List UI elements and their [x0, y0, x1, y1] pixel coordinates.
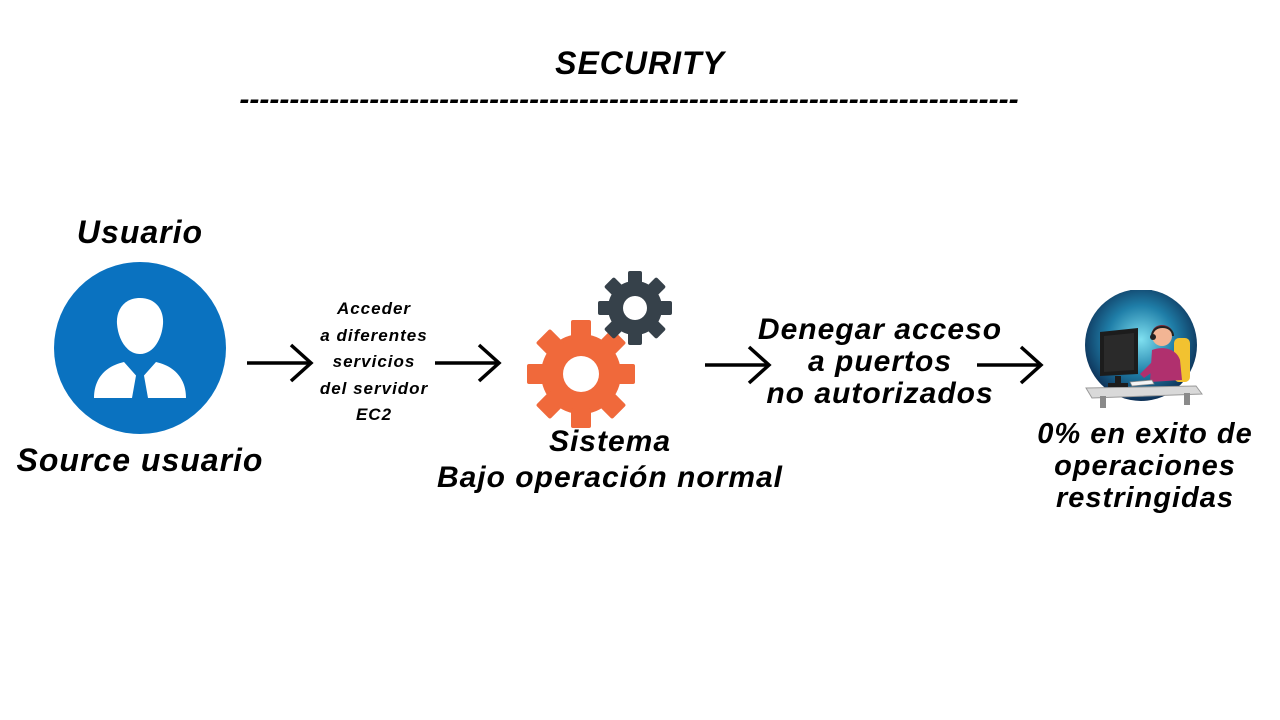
- result-line: operaciones: [1054, 450, 1236, 482]
- arrow-right-icon: [705, 345, 772, 385]
- step-access-line: del servidor: [319, 378, 429, 398]
- arrow-right-icon: [247, 343, 314, 383]
- result-line: restringidas: [1056, 482, 1234, 514]
- step-access-line: Acceder: [336, 299, 412, 318]
- step-access-line: EC2: [355, 405, 393, 424]
- page-title: SECURITY: [555, 45, 725, 81]
- system-title: Sistema: [548, 425, 672, 458]
- title-separator: ----------------------------------------…: [239, 83, 1019, 116]
- gears-icon: [527, 271, 672, 428]
- user-caption: Source usuario: [16, 442, 264, 478]
- step-deny-line: no autorizados: [766, 377, 994, 410]
- user-avatar-icon: [54, 262, 226, 434]
- step-access-line: a diferentes: [320, 325, 428, 345]
- arrow-right-icon: [435, 343, 502, 383]
- system-subtitle: Bajo operación normal: [436, 461, 784, 494]
- step-access-line: servicios: [332, 352, 416, 371]
- result-line: 0% en exito de: [1037, 418, 1253, 450]
- system-label: Sistema Bajo operación normal: [400, 424, 820, 496]
- step-deny-line: a puertos: [807, 345, 953, 378]
- step-deny-label: Denegar acceso a puertos no autorizados: [730, 314, 1030, 410]
- step-access-label: Acceder a diferentes servicios del servi…: [296, 296, 452, 429]
- result-label: 0% en exito de operaciones restringidas: [1010, 418, 1280, 514]
- user-title: Usuario: [76, 214, 204, 250]
- hacker-computer-icon: [1085, 290, 1203, 408]
- step-deny-line: Denegar acceso: [757, 313, 1003, 346]
- arrow-right-icon: [977, 345, 1044, 385]
